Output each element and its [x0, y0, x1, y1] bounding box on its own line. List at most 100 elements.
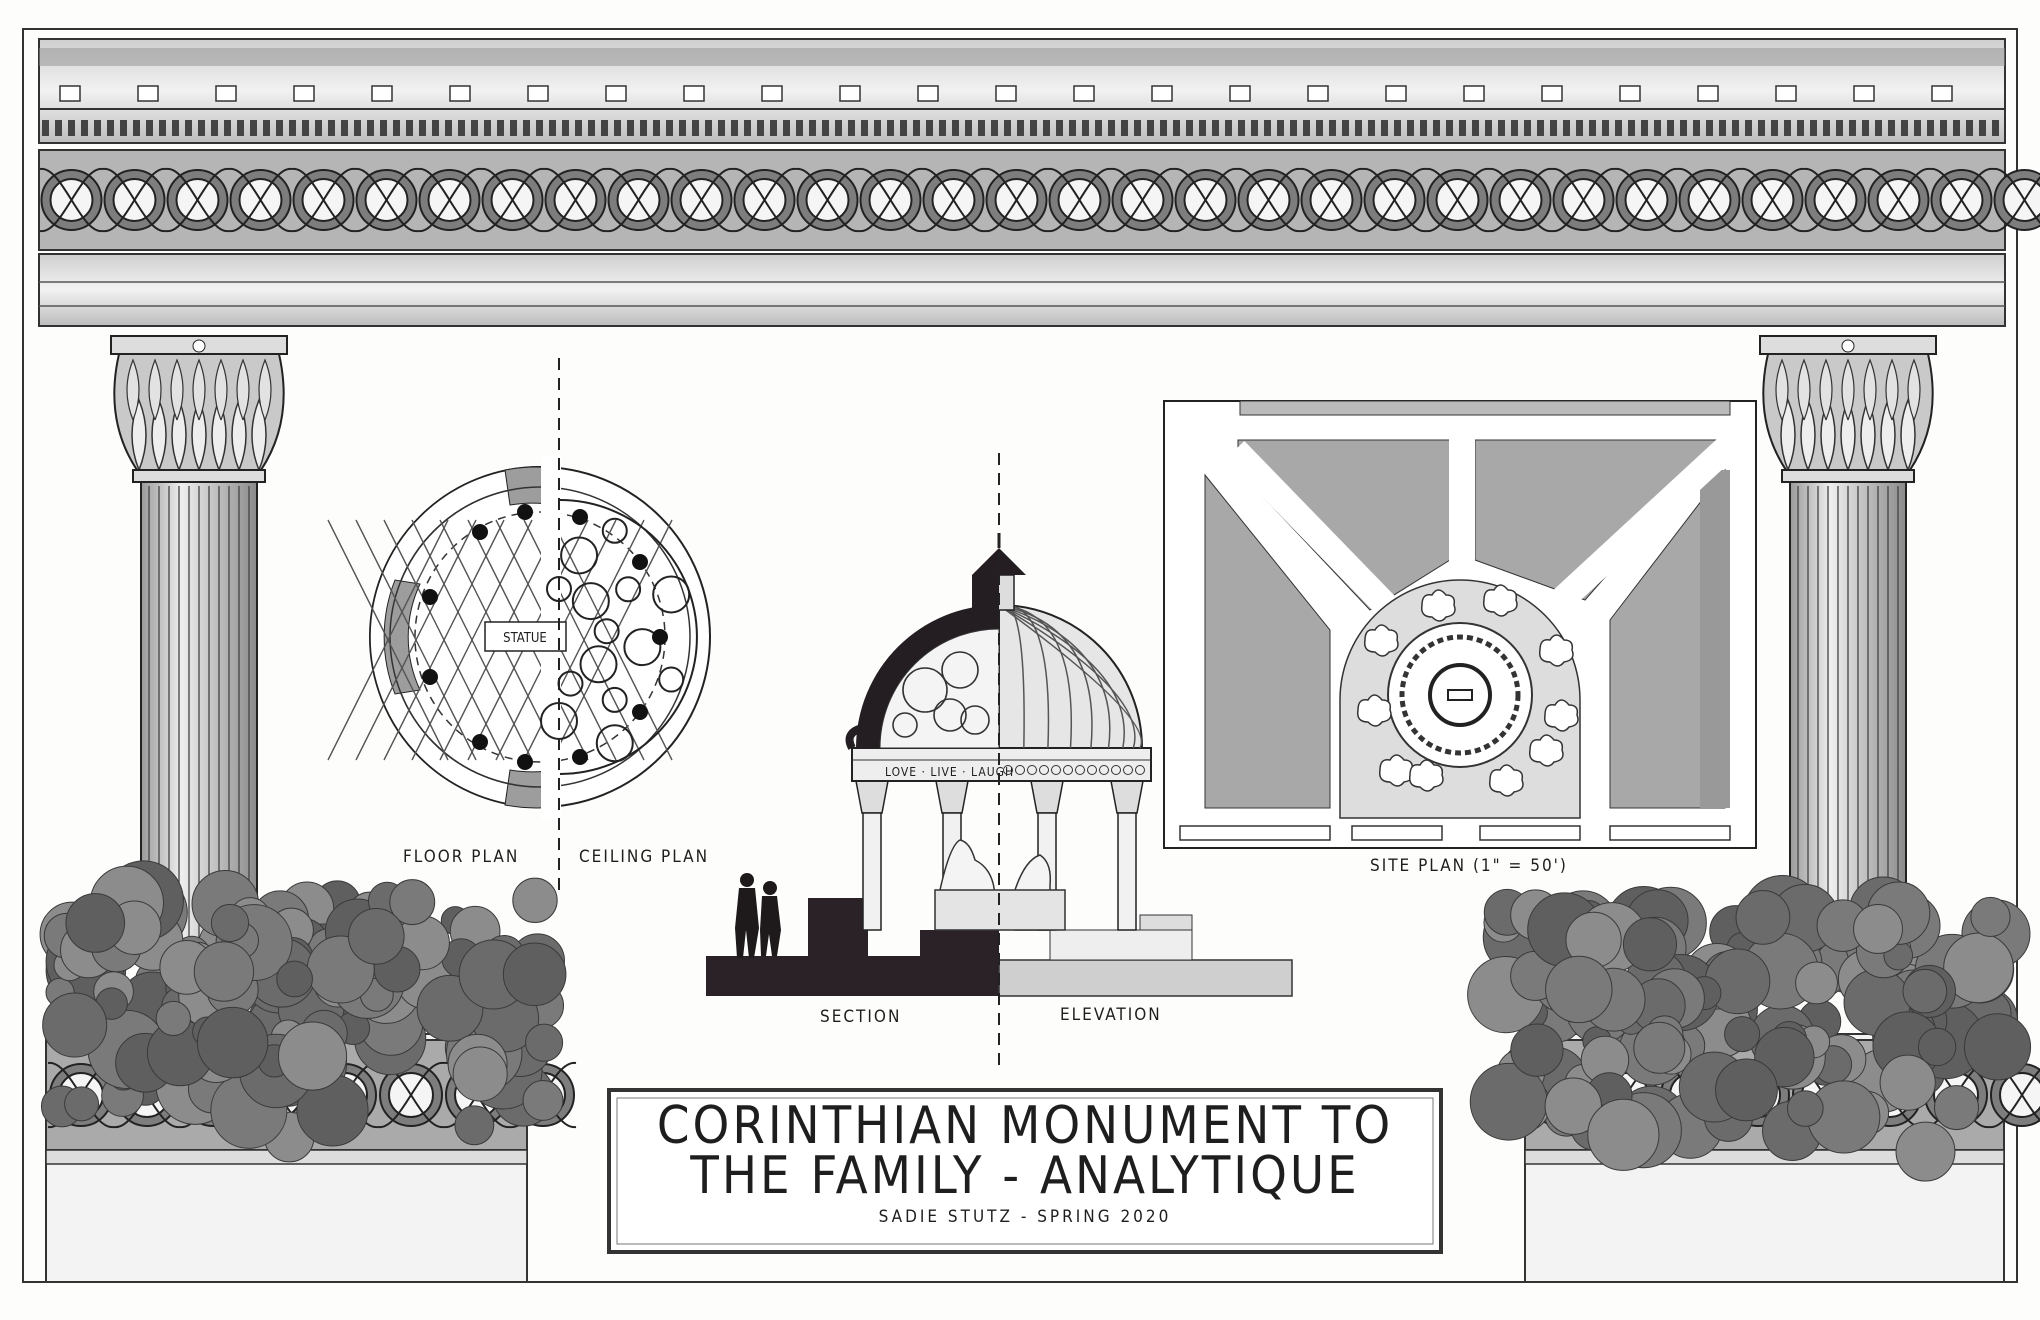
plan-grid-line	[327, 519, 449, 761]
title-line-2: THE FAMILY - ANALYTIQUE	[689, 1146, 1359, 1206]
dentil-small	[1966, 120, 1973, 136]
dentil-small	[1212, 120, 1219, 136]
ceiling-ornament	[623, 628, 662, 667]
site-tree	[1356, 694, 1392, 727]
dentil-small	[159, 120, 166, 136]
dentil	[1229, 85, 1251, 102]
frieze-rosette	[1099, 765, 1109, 775]
acanthus-leaf	[1780, 397, 1796, 471]
dentil-small	[1654, 120, 1661, 136]
dome-rib	[998, 604, 1125, 749]
plan-column	[632, 554, 648, 570]
dentil-small	[965, 120, 972, 136]
dentil-small	[1901, 120, 1908, 136]
dome-section	[856, 605, 999, 748]
dome-ornament	[933, 698, 967, 732]
dentil-small	[237, 120, 244, 136]
plan-column	[572, 749, 588, 765]
gazebo-capital	[1110, 780, 1144, 814]
dome-ornament	[941, 651, 979, 689]
dentil	[215, 85, 237, 102]
statue-label: STATUE	[503, 631, 547, 646]
dentil	[1541, 85, 1563, 102]
dentil-small	[1758, 120, 1765, 136]
dentil-small	[1394, 120, 1401, 136]
guilloche-strand	[39, 167, 2040, 233]
dentil-small	[705, 120, 712, 136]
acanthus-leaf	[126, 358, 140, 421]
plan-grid-line	[411, 519, 533, 761]
ceiling-ornament	[593, 618, 620, 645]
dentil	[1697, 85, 1719, 102]
dentil-small	[523, 120, 530, 136]
dentil-small	[640, 120, 647, 136]
dentil-small	[55, 120, 62, 136]
plan-grid-line	[551, 519, 673, 761]
dentil-small	[302, 120, 309, 136]
dentil-small	[926, 120, 933, 136]
ceiling-ornament	[601, 686, 628, 713]
section-elevation: LOVE · LIVE · LAUGH SECTION ELEVATION	[706, 453, 1293, 1067]
dome-elevation	[998, 603, 1144, 749]
shrub-foliage	[452, 1046, 508, 1102]
dentil-small	[1004, 120, 1011, 136]
dentil-small	[263, 120, 270, 136]
shrub-foliage	[64, 1086, 100, 1122]
site-tree	[1528, 734, 1564, 767]
ceiling-ornament	[571, 582, 610, 621]
dentil-small	[874, 120, 881, 136]
dentil-small	[757, 120, 764, 136]
title-block: CORINTHIAN MONUMENT TO THE FAMILY - ANAL…	[607, 1088, 1443, 1254]
dentil-small	[1108, 120, 1115, 136]
frieze-rosette	[1135, 765, 1145, 775]
dentil-small	[211, 120, 218, 136]
shrub-foliage	[276, 960, 313, 998]
acanthus-leaf	[1900, 397, 1916, 471]
shrub-foliage	[1622, 917, 1678, 972]
dentil-small	[1589, 120, 1596, 136]
dentil-small	[1810, 120, 1817, 136]
dentil-small	[1199, 120, 1206, 136]
dentil-small	[1823, 120, 1830, 136]
dentil-small	[1797, 120, 1804, 136]
shrub-foliage	[1933, 1085, 1980, 1131]
astragal	[1781, 469, 1915, 483]
dome-ornament	[960, 705, 990, 735]
dentil-small	[107, 120, 114, 136]
dentil-small	[1303, 120, 1310, 136]
dentil-small	[1745, 120, 1752, 136]
shrub-foliage	[1715, 1058, 1778, 1122]
frieze-rosette	[1027, 765, 1037, 775]
site-tree	[1488, 764, 1524, 797]
ceiling-ornament	[601, 517, 628, 544]
acanthus-leaf	[131, 397, 147, 471]
dentil-small	[666, 120, 673, 136]
plan-column	[572, 509, 588, 525]
dentil	[995, 85, 1017, 102]
dentil-small	[588, 120, 595, 136]
shrub-foliage	[1895, 1121, 1956, 1182]
shrub-foliage	[1853, 904, 1903, 954]
plan-column	[472, 524, 488, 540]
dentil-small	[276, 120, 283, 136]
shrub-foliage	[1902, 968, 1948, 1014]
dentil-small	[1498, 120, 1505, 136]
dentil	[1307, 85, 1329, 102]
elevation-base	[998, 959, 1293, 997]
frieze-rosette	[1063, 765, 1073, 775]
dentil-small	[1563, 120, 1570, 136]
dentil-small	[1225, 120, 1232, 136]
dentil-small	[1485, 120, 1492, 136]
dentil-small	[822, 120, 829, 136]
dentil-small	[42, 120, 49, 136]
dome-ornament	[902, 667, 948, 713]
acanthus-leaf	[236, 358, 250, 421]
dentil-small	[1368, 120, 1375, 136]
site-plan-label: SITE PLAN (1" = 50')	[1370, 856, 1568, 876]
gazebo-capital	[1030, 780, 1064, 814]
dentil	[917, 85, 939, 102]
elevation-label: ELEVATION	[1060, 1005, 1162, 1025]
dentil-small	[1147, 120, 1154, 136]
dentil-small	[1173, 120, 1180, 136]
